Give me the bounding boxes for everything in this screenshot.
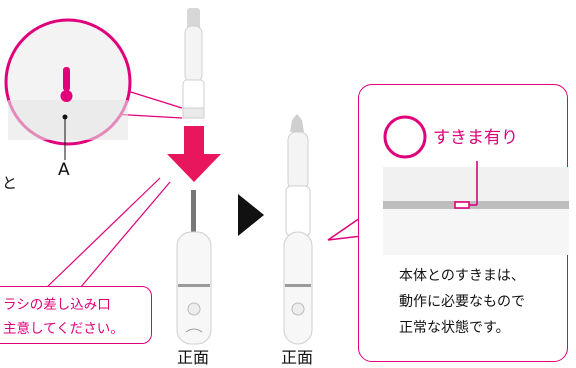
toothbrush-assembled [283,114,313,345]
circle-ok-icon [383,115,427,159]
front-label-left: 正面 [177,348,210,367]
zoom-circle [4,18,132,160]
callout-line-1: ラシの差し込み口 [3,297,111,313]
info-line-3: 正常な状態です。 [399,320,510,336]
brush-head-top [182,8,205,119]
slot-mark [63,67,70,91]
down-arrow-icon [167,126,221,182]
callout-pointer [327,216,363,241]
front-label-right: 正面 [281,348,314,367]
next-step-arrow-icon [238,194,264,236]
edge-text-fragment: と [2,174,18,192]
callout-line-2: 主意してください。 [3,321,124,337]
gap-heading: すきま有り [433,128,518,148]
callout-gap-info: すきま有り 本体とのすきまは、 動作に必要なもので 正常な状態です。 [358,84,569,362]
leader-line [79,181,171,289]
toothbrush-body-left [176,190,212,345]
info-line-1: 本体とのすきまは、 [399,268,525,284]
callout-insertion-warning: ラシの差し込み口 主意してください。 [0,286,152,344]
marker-label: A [58,160,70,180]
info-line-2: 動作に必要なもので [399,294,525,310]
leader-line [45,177,161,289]
gap-detail-illustration [383,115,569,255]
